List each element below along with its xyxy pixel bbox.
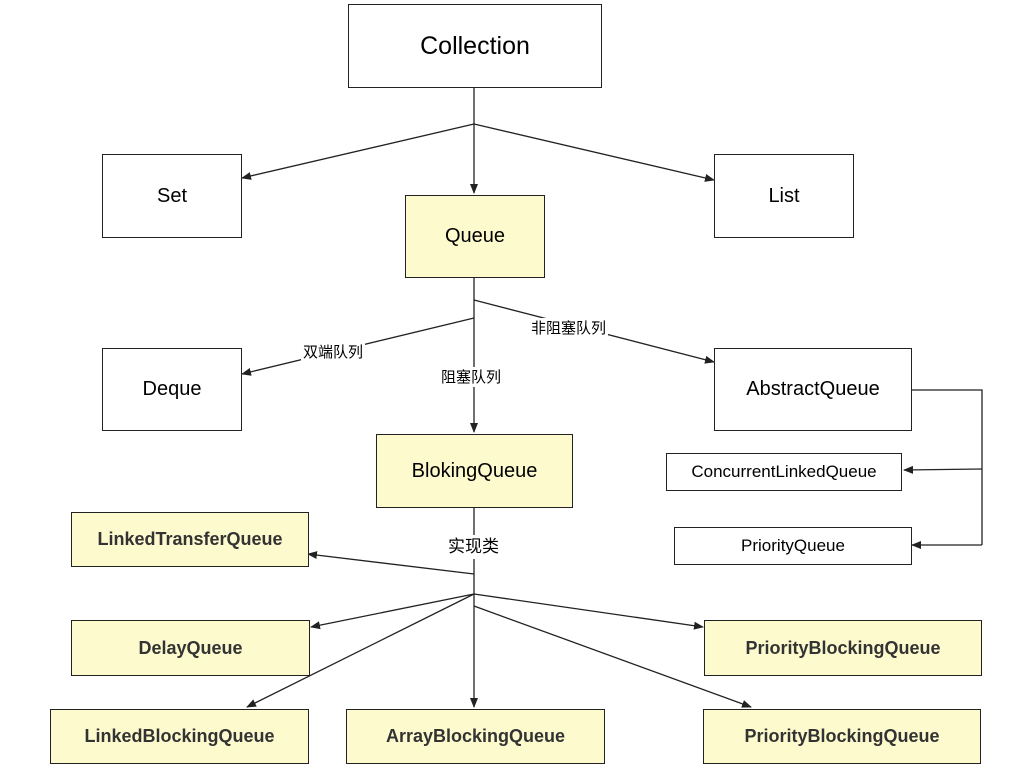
node-set: Set	[102, 154, 242, 238]
edge-abstract-bracket	[912, 389, 983, 545]
node-concurrent-linked-queue: ConcurrentLinkedQueue	[666, 453, 902, 491]
node-priority-queue: PriorityQueue	[674, 527, 912, 565]
edge-collection-to-list	[473, 123, 715, 182]
label-double-ended: 双端队列	[301, 342, 366, 362]
node-collection: Collection	[348, 4, 602, 88]
edge-blocking-to-linked-blocking	[246, 593, 475, 708]
node-blocking-queue: BlokingQueue	[376, 434, 573, 508]
node-priority-blocking-queue-bottom: PriorityBlockingQueue	[703, 709, 981, 764]
edge-blocking-to-linked-transfer	[307, 551, 475, 575]
node-priority-blocking-queue-top: PriorityBlockingQueue	[704, 620, 982, 676]
node-abstract-queue: AbstractQueue	[714, 348, 912, 431]
edge-blocking-to-priority-top	[473, 593, 704, 630]
label-non-blocking: 非阻塞队列	[529, 318, 609, 338]
edge-collection-to-set	[241, 123, 475, 180]
edge-blocking-to-priority-bottom	[473, 605, 752, 708]
label-blocking: 阻塞队列	[439, 367, 504, 387]
node-deque: Deque	[102, 348, 242, 431]
node-linked-transfer-queue: LinkedTransferQueue	[71, 512, 309, 567]
node-list: List	[714, 154, 854, 238]
node-delay-queue: DelayQueue	[71, 620, 310, 676]
node-array-blocking-queue: ArrayBlockingQueue	[346, 709, 605, 764]
node-linked-blocking-queue: LinkedBlockingQueue	[50, 709, 309, 764]
label-implementations: 实现类	[444, 535, 503, 559]
edge-blocking-to-delay	[310, 593, 475, 630]
edge-abstract-to-concurrent	[903, 465, 983, 474]
node-queue: Queue	[405, 195, 545, 278]
